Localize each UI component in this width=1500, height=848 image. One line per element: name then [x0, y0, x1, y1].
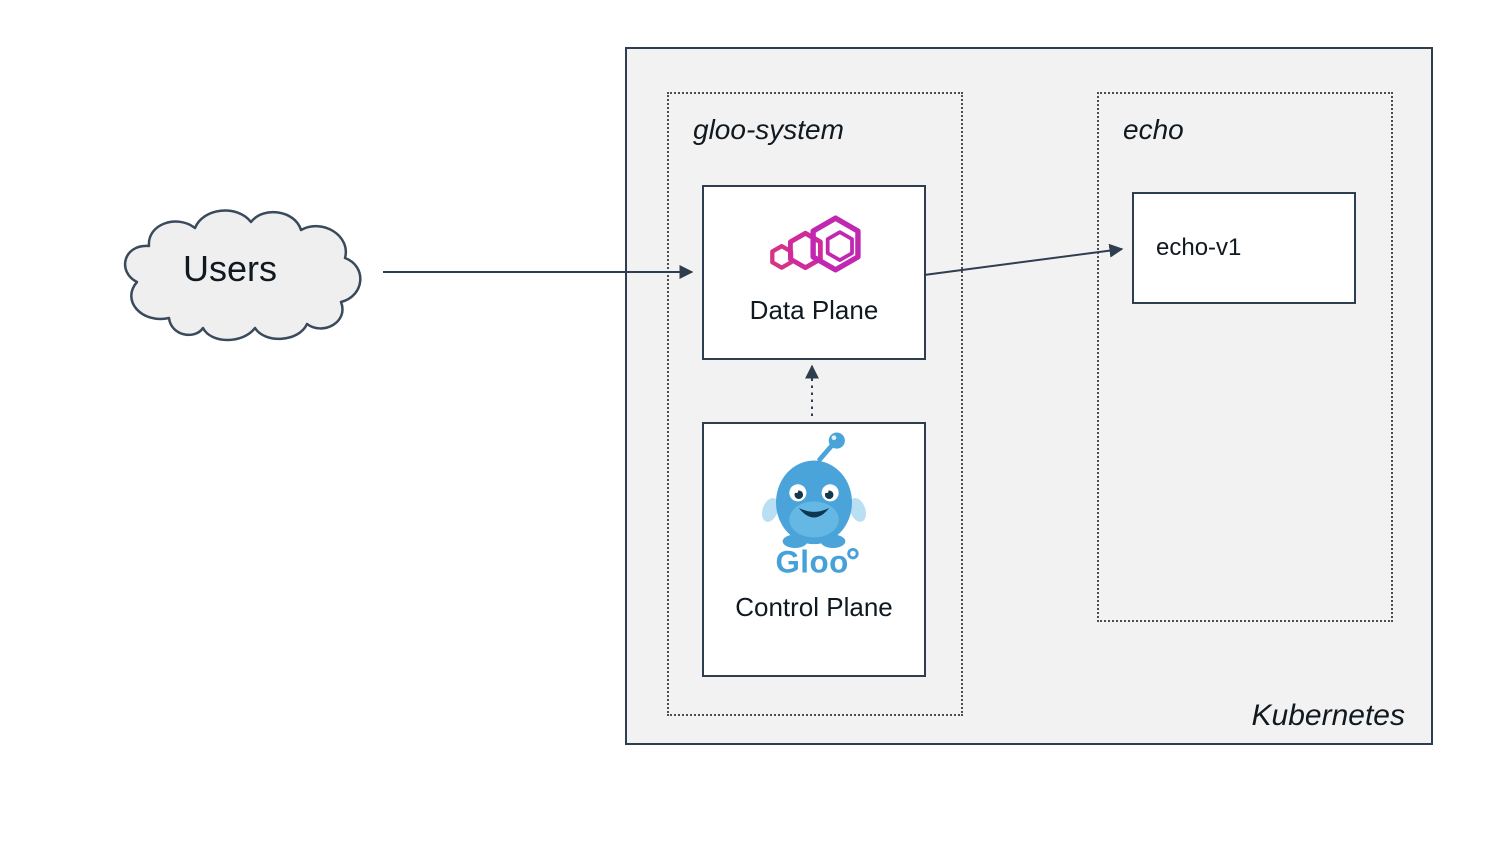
kubernetes-cluster: Kubernetes gloo-system Data Plane — [625, 47, 1433, 745]
echo-v1-label: echo-v1 — [1156, 234, 1242, 261]
data-plane-label: Data Plane — [749, 295, 879, 325]
control-plane-label: Control Plane — [735, 592, 893, 622]
gloo-wordmark: Gloo — [775, 545, 848, 580]
echo-label: echo — [1123, 114, 1184, 145]
users-cloud — [106, 196, 388, 354]
gloo-gateway-icon — [770, 215, 861, 273]
echo-v1-node: echo-v1 — [1132, 192, 1356, 304]
users-label: Users — [182, 248, 277, 289]
data-plane-node: Data Plane — [702, 185, 926, 360]
gloo-mascot-icon: Gloo — [762, 432, 866, 580]
cloud-shape — [123, 209, 362, 342]
control-plane-node: Gloo Control Plane — [702, 422, 926, 677]
kubernetes-label: Kubernetes — [1251, 699, 1405, 732]
gloo-system-label: gloo-system — [693, 114, 844, 145]
namespace-echo: echo echo-v1 — [1097, 92, 1393, 622]
namespace-gloo-system: gloo-system Data Plane — [667, 92, 963, 716]
